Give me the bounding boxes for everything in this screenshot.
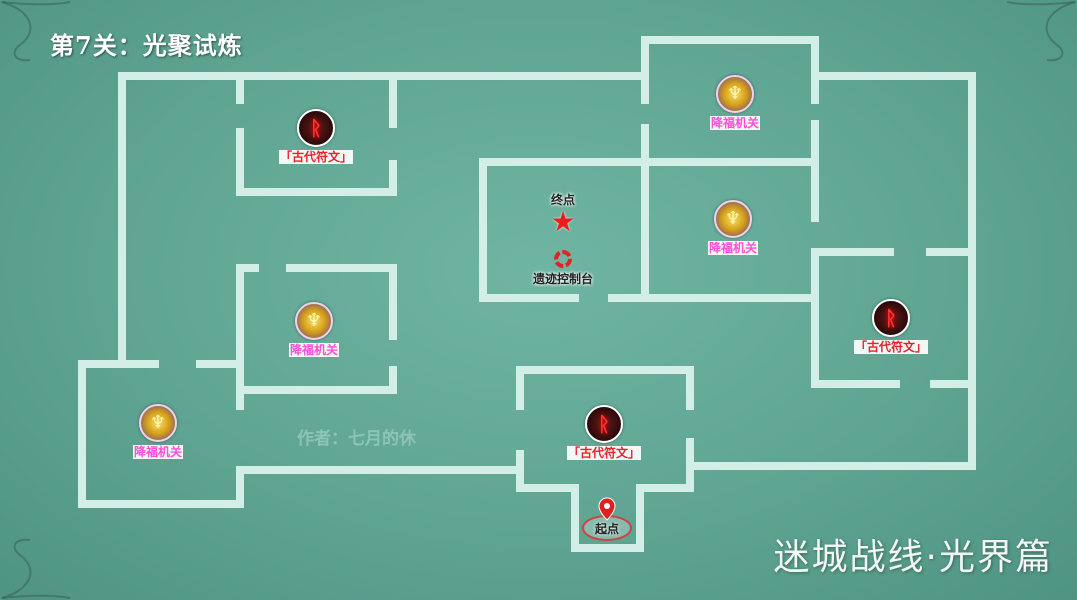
blessing-label: 降福机关: [707, 241, 759, 255]
start-label: 起点: [594, 521, 619, 536]
start-marker[interactable]: 起点: [582, 497, 632, 541]
rune-icon: ᚱ: [584, 405, 623, 443]
rune-icon: ᚱ: [296, 109, 335, 147]
author-credit: 作者：七月的休: [297, 429, 416, 449]
blessing-mechanism-marker[interactable]: ♆ 降福机关: [707, 200, 759, 255]
ancient-rune-marker[interactable]: ᚱ 「古代符文」: [278, 109, 354, 164]
goal-marker[interactable]: 终点 ★: [550, 191, 575, 236]
brand-watermark: 迷城战线·光界篇: [773, 537, 1053, 578]
goal-label: 终点: [550, 193, 576, 207]
blessing-mechanism-marker[interactable]: ♆ 降福机关: [132, 404, 184, 459]
blessing-label: 降福机关: [288, 343, 340, 357]
ornament-top-right: [987, 0, 1077, 70]
blessing-mechanism-marker[interactable]: ♆ 降福机关: [288, 302, 340, 357]
blessing-icon: ♆: [715, 75, 754, 113]
maze-walls: [78, 36, 976, 552]
rune-icon: ᚱ: [871, 299, 910, 337]
rune-label: 「古代符文」: [278, 150, 354, 164]
ancient-rune-marker[interactable]: ᚱ 「古代符文」: [853, 299, 929, 354]
ancient-rune-marker[interactable]: ᚱ 「古代符文」: [566, 405, 642, 460]
location-pin-icon: [598, 497, 616, 521]
console-cycle-icon: [553, 250, 572, 268]
console-label: 遗迹控制台: [532, 272, 594, 286]
level-title: 第7关：光聚试炼: [50, 31, 243, 60]
ornament-bottom-left: [0, 530, 90, 600]
blessing-label: 降福机关: [132, 445, 184, 459]
rune-label: 「古代符文」: [853, 340, 929, 354]
blessing-icon: ♆: [713, 200, 752, 238]
blessing-mechanism-marker[interactable]: ♆ 降福机关: [709, 75, 761, 130]
blessing-icon: ♆: [138, 404, 177, 442]
blessing-icon: ♆: [294, 302, 333, 340]
blessing-label: 降福机关: [709, 116, 761, 130]
ornament-top-left: [0, 0, 90, 70]
rune-label: 「古代符文」: [566, 446, 642, 460]
goal-star-icon: ★: [550, 205, 576, 238]
ruins-console-marker[interactable]: 遗迹控制台: [533, 246, 593, 287]
